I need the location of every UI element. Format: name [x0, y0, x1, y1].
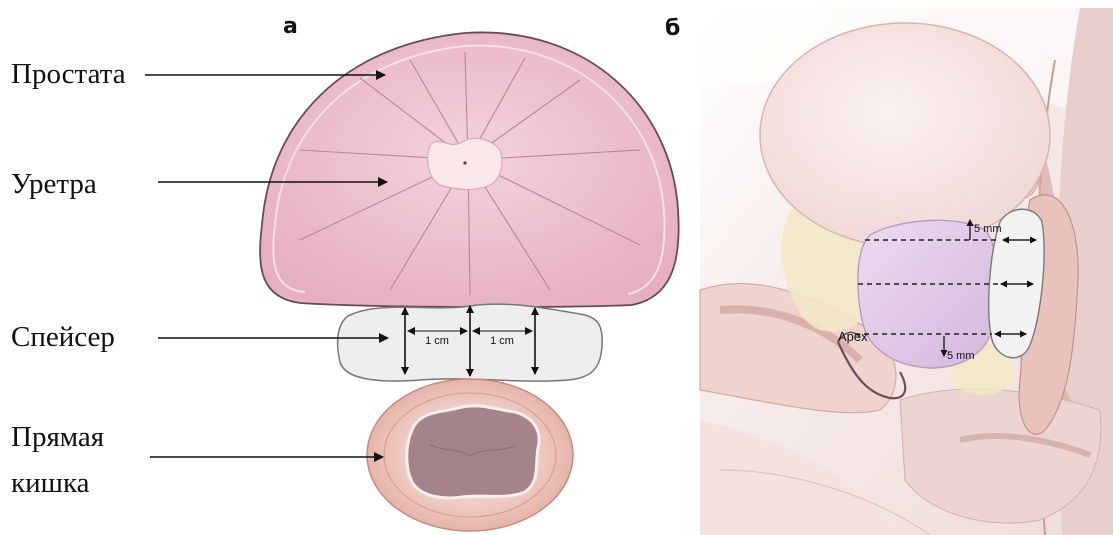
measure-5mm-bottom: 5 mm: [947, 350, 975, 362]
measure-5mm-top: 5 mm: [974, 223, 1002, 235]
apex-label: Apex: [838, 329, 868, 344]
bladder: [760, 23, 1050, 247]
prostate-sagittal: [858, 220, 997, 368]
